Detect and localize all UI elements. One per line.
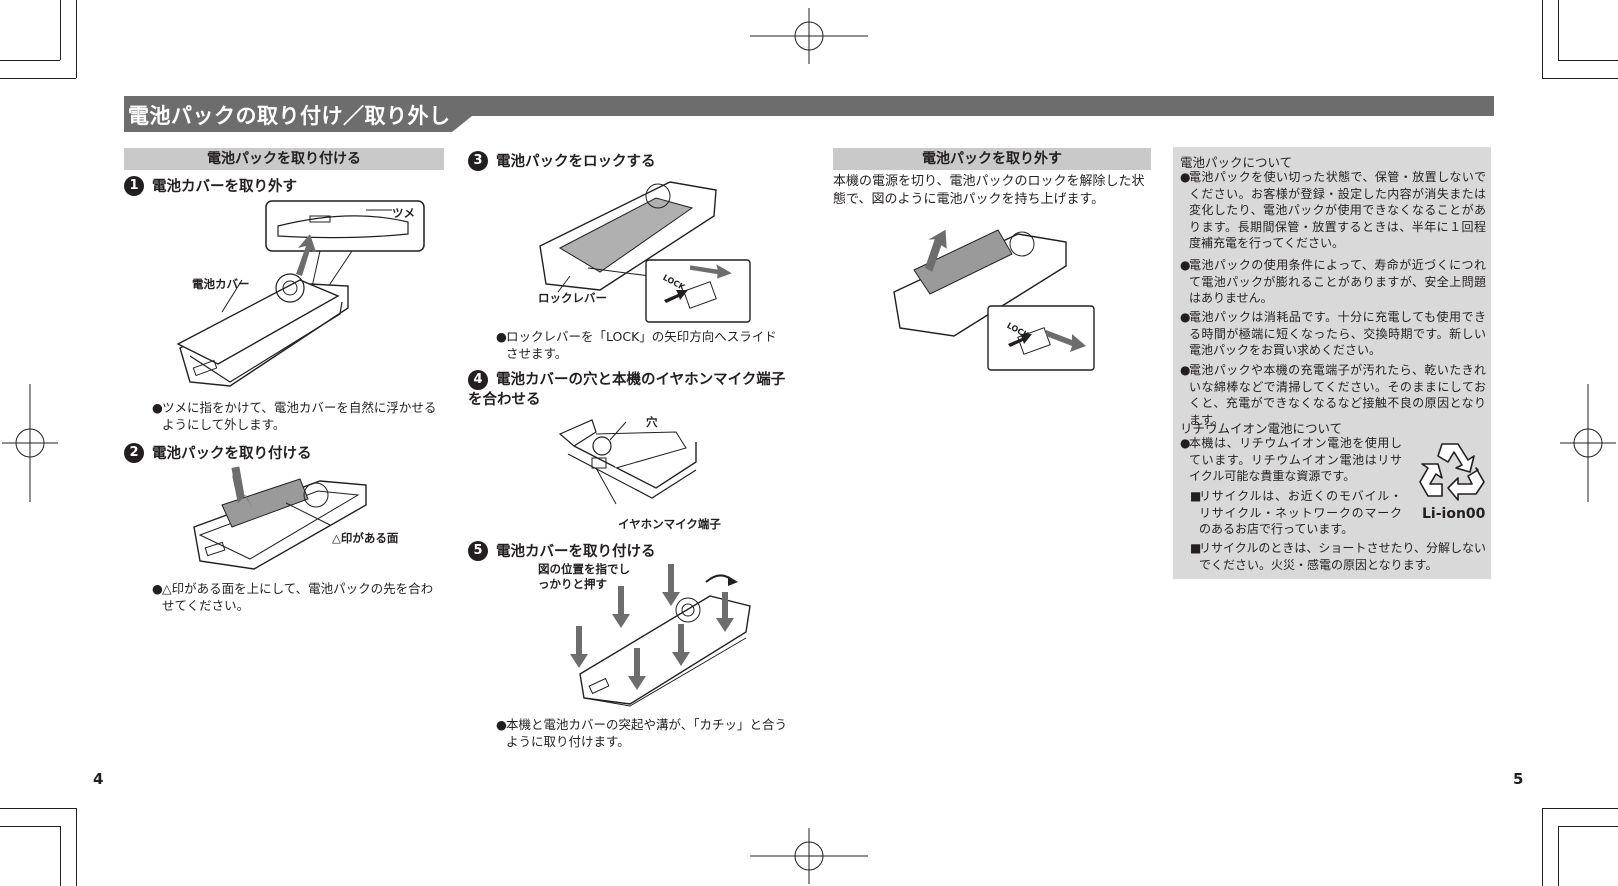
cover-removal-illustration	[176, 200, 425, 387]
step-5-note: ●本機と電池カバーの突起や溝が、「カチッ」と合うように取り付けます。	[496, 717, 788, 749]
registration-mark-bottom	[750, 828, 868, 884]
earphone-jack-label: イヤホンマイク端子	[618, 517, 721, 531]
step-1-note: ●ツメに指をかけて、電池カバーを自然に浮かせるようにして外します。	[152, 400, 437, 432]
recycle-label: Li-ion00	[1422, 506, 1486, 522]
step-3-number: 3	[468, 150, 488, 171]
step-2-title: 2 電池パックを取り付ける	[124, 442, 312, 463]
tab-label: ツメ	[392, 206, 415, 220]
page-title: 電池パックの取り付け／取り外し	[128, 104, 451, 128]
battery-note-1: ●電池パックを使い切った状態で、保管・放置しないでください。お客様が登録・設定し…	[1180, 170, 1486, 250]
liion-subnote-2: ■リサイクルのときは、ショートさせたり、分解しないでください。火災・感電の原因と…	[1190, 541, 1486, 572]
step-3-note: ●ロックレバーを「LOCK」の矢印方向へスライドさせます。	[496, 329, 777, 361]
step-5-number: 5	[468, 540, 488, 561]
jack-alignment-illustration	[558, 419, 697, 505]
step-2-label: 電池パックを取り付ける	[152, 446, 312, 462]
recycle-icon	[1419, 443, 1485, 501]
attach-section-header: 電池パックを取り付ける	[124, 148, 444, 170]
lock-lever-label: ロックレバー	[538, 291, 607, 305]
battery-note-2: ●電池パックの使用条件によって、寿命が近づくにつれて電池パックが膨れることがあり…	[1180, 258, 1486, 305]
step-1-label: 電池カバーを取り外す	[152, 179, 297, 195]
title-bar	[124, 96, 1494, 132]
liion-note: ●本機は、リチウムイオン電池を使用しています。リチウムイオン電池はリサイクル可能…	[1180, 436, 1402, 483]
step-5-title: 5 電池カバーを取り付ける	[468, 540, 656, 561]
registration-mark-top	[750, 8, 868, 64]
battery-note-3: ●電池パックは消耗品です。十分に充電しても使用できる時間が極端に短くなったら、交…	[1180, 310, 1486, 357]
registration-mark-left	[2, 384, 58, 502]
step-4-number: 4	[468, 370, 488, 390]
hole-label: 穴	[646, 415, 658, 429]
battery-lock-illustration	[539, 181, 751, 323]
cover-label: 電池カバー	[192, 277, 250, 291]
remove-section-header: 電池パックを取り外す	[833, 148, 1151, 170]
step-1-title: 1 電池カバーを取り外す	[124, 175, 297, 196]
face-label: △印がある面	[332, 531, 399, 545]
registration-mark-right	[1560, 384, 1616, 502]
cover-attach-illustration	[570, 564, 751, 707]
step-4-label: 電池カバーの穴と本機のイヤホンマイク端子を合わせる	[468, 372, 786, 408]
step-2-number: 2	[124, 442, 144, 463]
notes-box	[1173, 147, 1491, 579]
battery-insertion-illustration	[193, 466, 367, 570]
battery-note-4: ●電池パックや本機の充電端子が汚れたら、乾いたきれいな綿棒などで清掃してください…	[1180, 363, 1486, 427]
step-2-note: ●△印がある面を上にして、電池パックの先を合わせてください。	[152, 581, 434, 613]
step-3-title: 3 電池パックをロックする	[468, 150, 656, 171]
battery-removal-illustration	[893, 229, 1095, 371]
remove-body: 本機の電源を切り、電池パックのロックを解除した状態で、図のように電池パックを持ち…	[833, 174, 1145, 207]
battery-notes-heading: 電池パックについて	[1180, 155, 1293, 170]
step-3-label: 電池パックをロックする	[496, 154, 656, 170]
step-5-label: 電池カバーを取り付ける	[496, 544, 656, 560]
step-1-number: 1	[124, 175, 144, 196]
liion-notes-heading: リチウムイオン電池について	[1180, 421, 1343, 436]
press-label: 図の位置を指でしっかりと押す	[538, 562, 630, 591]
page-number-right: 5	[1513, 770, 1524, 788]
liion-subnote-1: ■リサイクルは、お近くのモバイル・リサイクル・ネットワークのマークのあるお店で行…	[1190, 489, 1402, 536]
page-number-left: 4	[93, 770, 104, 788]
